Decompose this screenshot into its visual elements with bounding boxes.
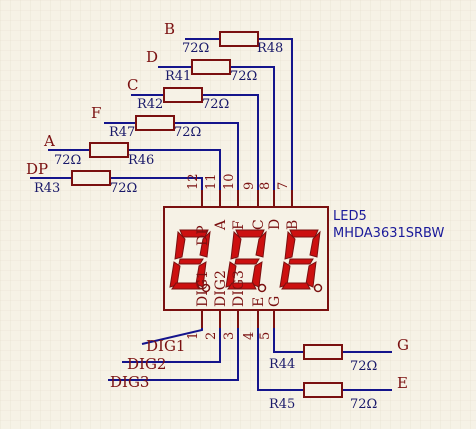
resistor-value: 72Ω <box>350 359 377 374</box>
led-display-component[interactable]: 12 11 10 9 8 7 DP A F C D B DIG1 DIG2 DI… <box>163 173 444 340</box>
net-label-dig1: DIG1 <box>146 337 185 355</box>
pin-name: F <box>231 220 247 230</box>
resistor-r45[interactable]: R45 72Ω <box>269 382 377 412</box>
resistor-value: 72Ω <box>202 97 229 112</box>
top-pin-stubs <box>201 190 293 207</box>
resistor-r44[interactable]: R44 72Ω <box>269 344 377 374</box>
net-label-g: G <box>397 336 409 354</box>
net-label-b: B <box>164 20 175 38</box>
pin-number: 2 <box>204 332 219 340</box>
resistor-ref: R46 <box>128 153 154 168</box>
pin-number: 4 <box>242 332 257 340</box>
pin-number: 11 <box>204 173 219 190</box>
net-labels: B D C F A DP G E DIG1 DIG2 DIG3 <box>26 20 409 392</box>
pin-number: 5 <box>258 332 273 340</box>
pin-number: 8 <box>258 182 273 190</box>
resistor-body <box>71 170 111 186</box>
resistor-body <box>191 59 231 75</box>
pin-number: 10 <box>222 173 237 190</box>
pin-name: E <box>251 297 267 307</box>
pin-name: B <box>285 220 301 230</box>
resistor-ref: R47 <box>109 125 135 140</box>
net-label-d: D <box>146 48 158 66</box>
wires <box>30 38 392 391</box>
net-label-dig2: DIG2 <box>127 355 166 373</box>
pin-name: G <box>267 296 283 307</box>
resistor-r42[interactable]: R42 72Ω <box>137 87 229 112</box>
resistor-ref: R44 <box>269 357 295 372</box>
resistor-body <box>89 142 129 158</box>
digit-2 <box>225 229 267 293</box>
resistor-value: 72Ω <box>230 69 257 84</box>
digit-3 <box>279 229 323 293</box>
net-label-a: A <box>43 132 55 150</box>
resistor-ref: R48 <box>257 41 283 56</box>
resistor-body <box>303 382 343 398</box>
resistor-ref: R41 <box>165 69 191 84</box>
pin-name: DP <box>195 225 211 246</box>
pin-number: 12 <box>186 173 201 190</box>
resistor-value: 72Ω <box>350 397 377 412</box>
pin-name: D <box>267 219 283 230</box>
net-label-e: E <box>397 374 408 392</box>
resistor-body <box>303 344 343 360</box>
resistor-body <box>219 31 259 47</box>
pin-number: 1 <box>186 332 201 340</box>
resistor-ref: R43 <box>34 181 60 196</box>
net-label-c: C <box>127 76 138 94</box>
pin-number: 7 <box>276 182 291 190</box>
resistor-body <box>163 87 203 103</box>
component-designator: LED5 <box>333 209 367 224</box>
component-part-number: MHDA3631SRBW <box>333 226 444 241</box>
resistor-ref: R42 <box>137 97 163 112</box>
resistor-ref: R45 <box>269 397 295 412</box>
resistor-r43[interactable]: R43 72Ω <box>34 170 137 196</box>
resistor-value: 72Ω <box>182 41 209 56</box>
pin-name: DIG2 <box>213 270 229 307</box>
net-label-dp: DP <box>26 160 48 178</box>
resistor-value: 72Ω <box>174 125 201 140</box>
resistor-r46[interactable]: 72Ω R46 <box>54 142 154 168</box>
resistor-r41[interactable]: R41 72Ω <box>165 59 257 84</box>
pin-number: 3 <box>222 332 237 340</box>
digit-1 <box>169 229 211 293</box>
resistor-body <box>135 115 175 131</box>
net-label-dig3: DIG3 <box>110 373 149 391</box>
pin-name: DIG1 <box>195 270 211 307</box>
pin-name: DIG3 <box>231 270 247 307</box>
net-label-f: F <box>91 104 101 122</box>
pin-name: A <box>213 219 229 231</box>
resistor-value: 72Ω <box>110 181 137 196</box>
bottom-pin-stubs <box>201 310 275 328</box>
pin-number: 9 <box>242 182 257 190</box>
resistor-value: 72Ω <box>54 153 81 168</box>
resistor-r47[interactable]: R47 72Ω <box>109 115 201 140</box>
resistor-r48[interactable]: 72Ω R48 <box>182 31 283 56</box>
pin-name: C <box>251 219 267 230</box>
